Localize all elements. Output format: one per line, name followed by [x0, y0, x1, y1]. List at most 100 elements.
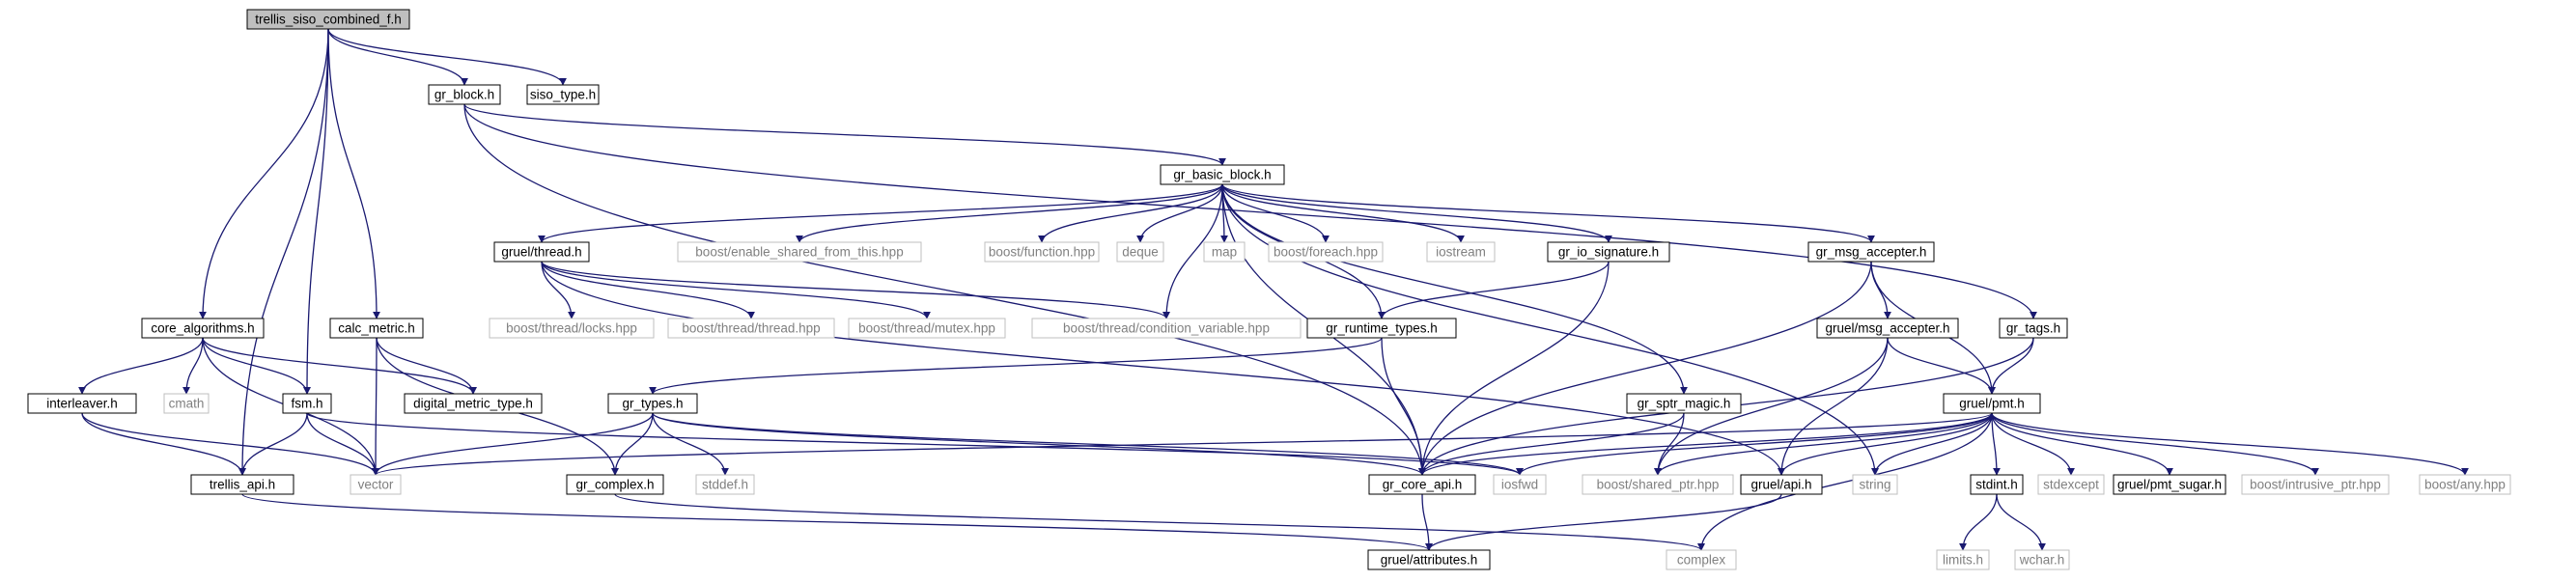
- edge-n0-to-n1: [327, 28, 468, 86]
- node-n15: boost/thread/locks.hpp: [489, 318, 655, 339]
- node-label: gr_io_signature.h: [1558, 245, 1659, 260]
- node-label: vector: [358, 478, 394, 492]
- node-box: [667, 318, 835, 339]
- node-n32: stddef.h: [695, 474, 755, 495]
- node-n45: limits.h: [1936, 549, 1990, 570]
- edge-n13-to-n23: [182, 337, 204, 395]
- node-box: [1626, 393, 1742, 414]
- node-label: stddef.h: [702, 478, 748, 492]
- node-label: gr_types.h: [622, 397, 683, 411]
- node-n5: boost/enable_shared_from_this.hpp: [677, 241, 922, 263]
- node-n21[interactable]: gr_tags.h: [1999, 318, 2068, 339]
- node-label: core_algorithms.h: [151, 321, 254, 336]
- edge-n28-to-n35: [1654, 412, 1993, 476]
- node-n12[interactable]: gr_msg_accepter.h: [1807, 241, 1935, 263]
- node-box: [526, 84, 600, 105]
- node-n28[interactable]: gruel/pmt.h: [1943, 393, 2041, 414]
- node-label: gr_block.h: [434, 88, 494, 102]
- edge-n26-to-n32: [652, 412, 729, 476]
- edge-n24-to-n29: [238, 412, 308, 476]
- node-label: boost/foreach.hpp: [1274, 245, 1378, 260]
- edge-n19-to-n33: [1381, 337, 1426, 476]
- node-box: [1203, 241, 1246, 263]
- node-n3[interactable]: gr_basic_block.h: [1160, 164, 1285, 185]
- node-box: [984, 241, 1100, 263]
- node-n14[interactable]: calc_metric.h: [329, 318, 424, 339]
- node-n13[interactable]: core_algorithms.h: [141, 318, 265, 339]
- edge-n13-to-n22: [78, 337, 204, 395]
- node-label: boost/any.hpp: [2424, 478, 2506, 492]
- node-n25[interactable]: digital_metric_type.h: [404, 393, 543, 414]
- node-label: calc_metric.h: [338, 321, 415, 336]
- node-box: [493, 241, 590, 263]
- node-label: gruel/pmt.h: [1959, 397, 2025, 411]
- node-box: [2241, 474, 2390, 495]
- node-n26[interactable]: gr_types.h: [607, 393, 698, 414]
- node-n10: iostream: [1426, 241, 1496, 263]
- edge-n4-to-n17: [541, 261, 931, 319]
- node-box: [1368, 474, 1476, 495]
- node-n19[interactable]: gr_runtime_types.h: [1306, 318, 1457, 339]
- edge-n3-to-n18: [1162, 183, 1223, 319]
- node-box: [1936, 549, 1990, 570]
- node-box: [1426, 241, 1496, 263]
- node-box: [2113, 474, 2226, 495]
- node-label: trellis_siso_combined_f.h: [255, 13, 402, 27]
- edge-n13-to-n25: [202, 337, 477, 395]
- node-n1[interactable]: gr_block.h: [428, 84, 501, 105]
- edge-n28-to-n41: [1991, 412, 2319, 476]
- edge-n24-to-n34: [306, 412, 1524, 476]
- node-box: [404, 393, 543, 414]
- node-n40[interactable]: gruel/pmt_sugar.h: [2113, 474, 2226, 495]
- node-n34: iosfwd: [1493, 474, 1547, 495]
- edge-n28-to-n44: [1697, 412, 1993, 551]
- edge-n3-to-n9: [1221, 183, 1330, 243]
- node-box: [350, 474, 402, 495]
- edge-n28-to-n33: [1418, 412, 1993, 476]
- node-label: gr_complex.h: [575, 478, 654, 492]
- node-box: [27, 393, 137, 414]
- node-label: boost/shared_ptr.hpp: [1597, 478, 1720, 492]
- edge-n3-to-n37: [1221, 183, 1879, 476]
- node-n11[interactable]: gr_io_signature.h: [1547, 241, 1670, 263]
- edge-n3-to-n6: [1038, 183, 1223, 243]
- node-label: stdexcept: [2043, 478, 2099, 492]
- node-n2[interactable]: siso_type.h: [526, 84, 600, 105]
- edge-n0-to-n13: [199, 28, 329, 319]
- node-n38[interactable]: stdint.h: [1970, 474, 2024, 495]
- edge-n12-to-n20: [1870, 261, 1891, 319]
- edge-n28-to-n37: [1871, 412, 1993, 476]
- edge-n14-to-n30: [372, 337, 380, 476]
- node-n29[interactable]: trellis_api.h: [190, 474, 294, 495]
- node-box: [489, 318, 655, 339]
- node-n33[interactable]: gr_core_api.h: [1368, 474, 1476, 495]
- node-box: [1367, 549, 1491, 570]
- node-label: boost/thread/locks.hpp: [506, 321, 637, 336]
- node-n31[interactable]: gr_complex.h: [566, 474, 664, 495]
- node-n42: boost/any.hpp: [2419, 474, 2511, 495]
- edge-n4-to-n16: [541, 261, 755, 319]
- node-n0[interactable]: trellis_siso_combined_f.h: [246, 9, 410, 30]
- node-n41: boost/intrusive_ptr.hpp: [2241, 474, 2390, 495]
- edge-n0-to-n29: [238, 28, 329, 476]
- node-n20[interactable]: gruel/msg_accepter.h: [1816, 318, 1959, 339]
- node-n36[interactable]: gruel/api.h: [1740, 474, 1823, 495]
- node-label: gr_sptr_magic.h: [1638, 397, 1731, 411]
- node-n39: stdexcept: [2037, 474, 2105, 495]
- node-box: [848, 318, 1006, 339]
- edge-n3-to-n4: [538, 183, 1223, 243]
- node-n22[interactable]: interleaver.h: [27, 393, 137, 414]
- node-box: [1268, 241, 1384, 263]
- node-n30: vector: [350, 474, 402, 495]
- node-n24[interactable]: fsm.h: [282, 393, 332, 414]
- node-box: [428, 84, 501, 105]
- node-n27[interactable]: gr_sptr_magic.h: [1626, 393, 1742, 414]
- node-box: [190, 474, 294, 495]
- edge-n21-to-n28: [1988, 337, 2034, 395]
- node-box: [1666, 549, 1737, 570]
- edge-n27-to-n35: [1654, 412, 1685, 476]
- edge-n11-to-n33: [1418, 261, 1610, 476]
- node-n17: boost/thread/mutex.hpp: [848, 318, 1006, 339]
- node-n4[interactable]: gruel/thread.h: [493, 241, 590, 263]
- node-n43[interactable]: gruel/attributes.h: [1367, 549, 1491, 570]
